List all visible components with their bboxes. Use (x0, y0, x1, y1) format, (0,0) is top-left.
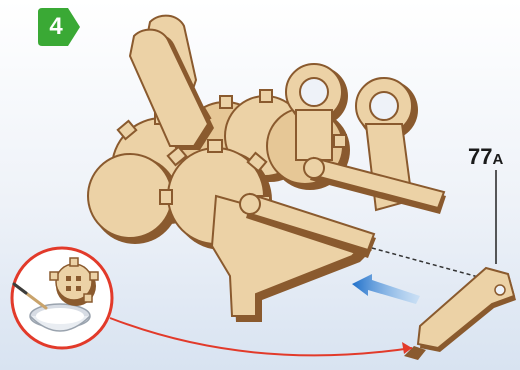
part-number: 77 (468, 144, 492, 169)
glue-callout (12, 248, 112, 348)
step-badge: 4 (38, 8, 80, 46)
part-letter: A (492, 151, 503, 168)
part-label: 77A (468, 144, 503, 170)
step-number: 4 (38, 8, 74, 46)
